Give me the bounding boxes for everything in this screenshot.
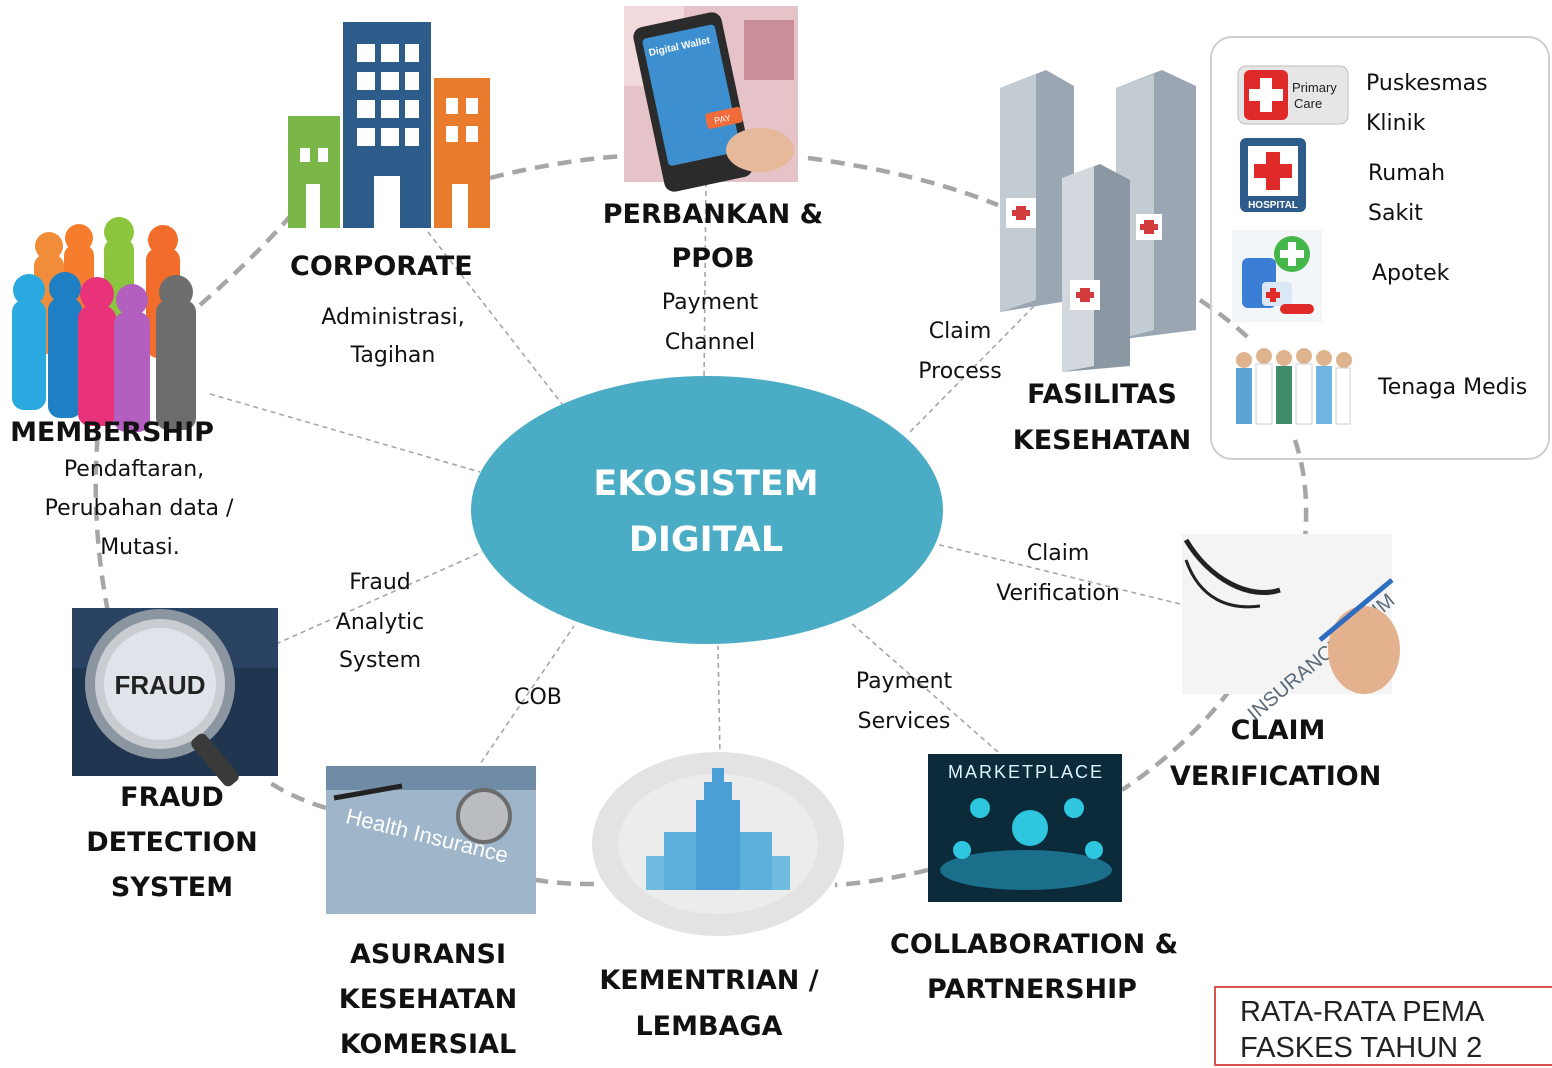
spoke-kementrian: [717, 645, 721, 759]
fraud-title1: FRAUD: [120, 782, 224, 813]
marketplace-screen-label: MARKETPLACE: [948, 762, 1104, 782]
center-line1: EKOSISTEM: [593, 464, 819, 504]
ring-segment: [535, 877, 595, 887]
fraud-sub3: System: [338, 648, 422, 673]
footer-line1: RATA-RATA PEMA: [1240, 996, 1485, 1028]
ring-segment: [807, 155, 999, 208]
collab-sub2: Services: [857, 709, 951, 734]
marketplace-photo: MARKETPLACE: [928, 754, 1122, 902]
kementrian-title2: LEMBAGA: [635, 1011, 783, 1042]
fraud-magnifier-photo: FRAUD: [72, 608, 278, 787]
corporate-title: CORPORATE: [290, 251, 473, 282]
asuransi-title3: KOMERSIAL: [339, 1029, 517, 1060]
corporate-sub2: Tagihan: [350, 343, 436, 368]
spoke-corporate: [427, 231, 563, 405]
membership-title: MEMBERSHIP: [10, 417, 214, 448]
membership-sub2: Perubahan data /: [44, 496, 234, 521]
fasilitas-sub1: Claim: [928, 319, 992, 344]
collab-sub1: Payment: [855, 669, 953, 694]
corporate-buildings-icon: [288, 22, 490, 228]
perbankan-sub2: Channel: [664, 330, 756, 355]
asuransi-title2: KESEHATAN: [338, 984, 518, 1015]
fasilitas-title2: KESEHATAN: [1012, 425, 1192, 456]
svg-text:Care: Care: [1294, 96, 1322, 111]
facility-list-box: [1210, 36, 1550, 460]
fraud-sub1: Fraud: [349, 570, 411, 595]
ring-segment: [93, 329, 123, 613]
facility-rumah: Rumah: [1368, 161, 1446, 186]
svg-text:Primary: Primary: [1292, 80, 1337, 95]
membership-people-icon: [12, 217, 196, 432]
ring-segment: [1120, 688, 1232, 792]
collab-title2: PARTNERSHIP: [927, 974, 1137, 1005]
perbankan-sub1: Payment: [661, 290, 759, 315]
ring-segment: [198, 203, 302, 307]
spoke-fasilitas: [909, 299, 1041, 433]
ring-segment: [834, 867, 929, 888]
svg-text:HOSPITAL: HOSPITAL: [1248, 200, 1298, 211]
fraud-title2: DETECTION: [86, 827, 258, 858]
ring-segment: [489, 153, 626, 181]
pay-button-label: PAY: [713, 113, 731, 126]
health-insurance-photo: Health Insurance: [326, 766, 536, 914]
ring-segment: [1292, 439, 1309, 541]
collab-title1: COLLABORATION &: [890, 929, 1179, 960]
asuransi-title1: ASURANSI: [349, 939, 507, 970]
medical-staff-icon: [1228, 340, 1356, 430]
facility-klinik: Klinik: [1366, 111, 1426, 136]
spoke-membership: [209, 393, 481, 473]
spoke-collab: [849, 621, 999, 753]
spokes: [209, 181, 1181, 771]
hospital-badge-icon: HOSPITAL: [1240, 138, 1306, 212]
spoke-asuransi: [475, 625, 575, 771]
claim-title2: VERIFICATION: [1170, 761, 1382, 792]
insurance-claim-photo: INSURANCE CLAIM: [1182, 534, 1400, 725]
facility-tenaga-medis: Tenaga Medis: [1378, 375, 1528, 400]
digital-wallet-photo: Digital Wallet PAY: [624, 6, 798, 192]
center-ellipse: [471, 376, 943, 644]
membership-sub1: Pendaftaran,: [63, 457, 205, 482]
claim-sub2: Verification: [996, 581, 1120, 606]
spoke-claim: [935, 543, 1181, 605]
fraud-glass-label: FRAUD: [115, 670, 206, 700]
membership-sub3: Mutasi.: [100, 535, 180, 560]
spoke-perbankan: [703, 181, 707, 383]
perbankan-title1: PERBANKAN &: [602, 199, 824, 230]
kementrian-title1: KEMENTRIAN /: [599, 965, 819, 996]
center-line2: DIGITAL: [628, 520, 784, 560]
spoke-fraud: [275, 551, 483, 645]
fraud-title3: SYSTEM: [110, 872, 234, 903]
claim-sub1: Claim: [1026, 541, 1090, 566]
primary-care-icon: Primary Care: [1237, 65, 1349, 125]
fasilitas-sub2: Process: [918, 359, 1002, 384]
asuransi-sub: COB: [514, 685, 562, 710]
pharmacy-icon: [1232, 230, 1322, 322]
facility-puskesmas: Puskesmas: [1366, 71, 1488, 96]
ring-segment: [264, 778, 327, 811]
facility-sakit: Sakit: [1368, 201, 1423, 226]
claim-title1: CLAIM: [1230, 715, 1326, 746]
perbankan-title2: PPOB: [671, 243, 755, 274]
hospital-buildings-icon: [1000, 70, 1196, 372]
fraud-sub2: Analytic: [335, 610, 425, 635]
facility-apotek: Apotek: [1372, 261, 1450, 286]
fasilitas-title1: FASILITAS: [1027, 379, 1177, 410]
ministry-building-icon: [592, 752, 844, 936]
footer-line2: FASKES TAHUN 2: [1240, 1032, 1483, 1064]
corporate-sub1: Administrasi,: [321, 305, 465, 330]
footer-note-box: RATA-RATA PEMA FASKES TAHUN 2: [1214, 986, 1552, 1066]
center-label: EKOSISTEM DIGITAL: [520, 456, 892, 568]
